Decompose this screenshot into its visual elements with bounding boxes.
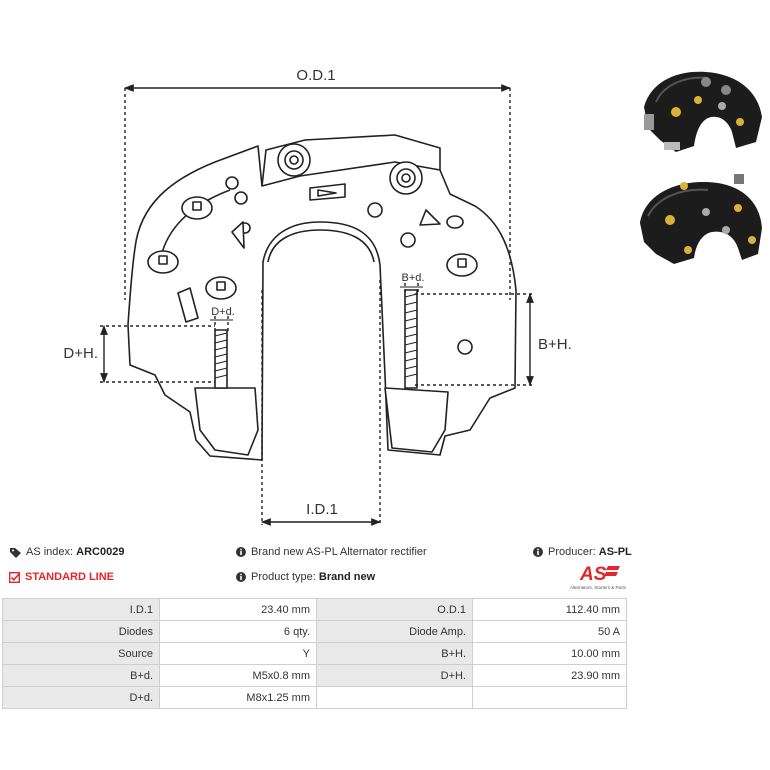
- producer-row: Producer: AS-PL: [533, 546, 632, 558]
- as-pl-logo: AS Alternators, Starters & Parts: [566, 562, 630, 592]
- product-type-row: Product type: Brand new: [236, 571, 375, 583]
- info-icon: [236, 547, 246, 558]
- as-index-label: AS index:: [26, 546, 74, 558]
- product-photo-top: [644, 71, 762, 152]
- rectifier-technical-drawing: O.D.1 I.D.1 D+H. B+H. D+d. B+d.: [63, 67, 572, 526]
- table-row: I.D.1 23.40 mm O.D.1 112.40 mm: [2, 598, 627, 621]
- standard-line-row: STANDARD LINE: [9, 571, 114, 583]
- spec-value: 10.00 mm: [472, 642, 627, 665]
- info-icon: [236, 572, 246, 583]
- spec-value: 23.90 mm: [472, 664, 627, 687]
- logo-text: AS: [579, 564, 607, 585]
- label-od1: O.D.1: [296, 67, 335, 84]
- logo-tagline: Alternators, Starters & Parts: [570, 585, 627, 590]
- as-logo-icon: AS Alternators, Starters & Parts: [570, 564, 627, 590]
- specification-table: I.D.1 23.40 mm O.D.1 112.40 mm Diodes 6 …: [2, 598, 627, 709]
- tag-icon: [10, 547, 21, 558]
- spec-key: B+H.: [316, 642, 473, 665]
- spec-key: I.D.1: [2, 598, 160, 621]
- as-index-row: AS index: ARC0029: [10, 546, 124, 558]
- spec-key: [316, 686, 473, 709]
- description-text: Brand new AS-PL Alternator rectifier: [251, 546, 427, 558]
- spec-value: 50 A: [472, 620, 627, 643]
- product-type-value: Brand new: [318, 571, 376, 583]
- spec-value: [472, 686, 627, 709]
- table-row: D+d. M8x1.25 mm: [2, 686, 627, 709]
- as-index-value: ARC0029: [76, 546, 125, 558]
- spec-value: M8x1.25 mm: [159, 686, 317, 709]
- info-icon: [533, 547, 543, 558]
- label-id1: I.D.1: [306, 501, 338, 518]
- label-dd: D+d.: [211, 306, 235, 318]
- table-row: Source Y B+H. 10.00 mm: [2, 642, 627, 665]
- spec-key: Source: [2, 642, 160, 665]
- spec-key: Diodes: [2, 620, 160, 643]
- spec-key: D+H.: [316, 664, 473, 687]
- description-row: Brand new AS-PL Alternator rectifier: [236, 546, 427, 558]
- producer-label: Producer:: [548, 546, 596, 558]
- label-bd: B+d.: [402, 272, 425, 284]
- spec-value: 23.40 mm: [159, 598, 317, 621]
- spec-value: M5x0.8 mm: [159, 664, 317, 687]
- label-bh: B+H.: [538, 336, 572, 353]
- label-dh: D+H.: [63, 345, 98, 362]
- spec-value: Y: [159, 642, 317, 665]
- spec-key: O.D.1: [316, 598, 473, 621]
- producer-value: AS-PL: [598, 546, 632, 558]
- spec-key: Diode Amp.: [316, 620, 473, 643]
- spec-value: 112.40 mm: [472, 598, 627, 621]
- standard-line-label: STANDARD LINE: [25, 571, 115, 583]
- table-row: Diodes 6 qty. Diode Amp. 50 A: [2, 620, 627, 643]
- product-type-label: Product type:: [251, 571, 316, 583]
- table-row: B+d. M5x0.8 mm D+H. 23.90 mm: [2, 664, 627, 687]
- spec-key: B+d.: [2, 664, 160, 687]
- product-photo-bottom: [640, 174, 762, 264]
- spec-key: D+d.: [2, 686, 160, 709]
- checkbox-icon: [9, 571, 20, 583]
- spec-value: 6 qty.: [159, 620, 317, 643]
